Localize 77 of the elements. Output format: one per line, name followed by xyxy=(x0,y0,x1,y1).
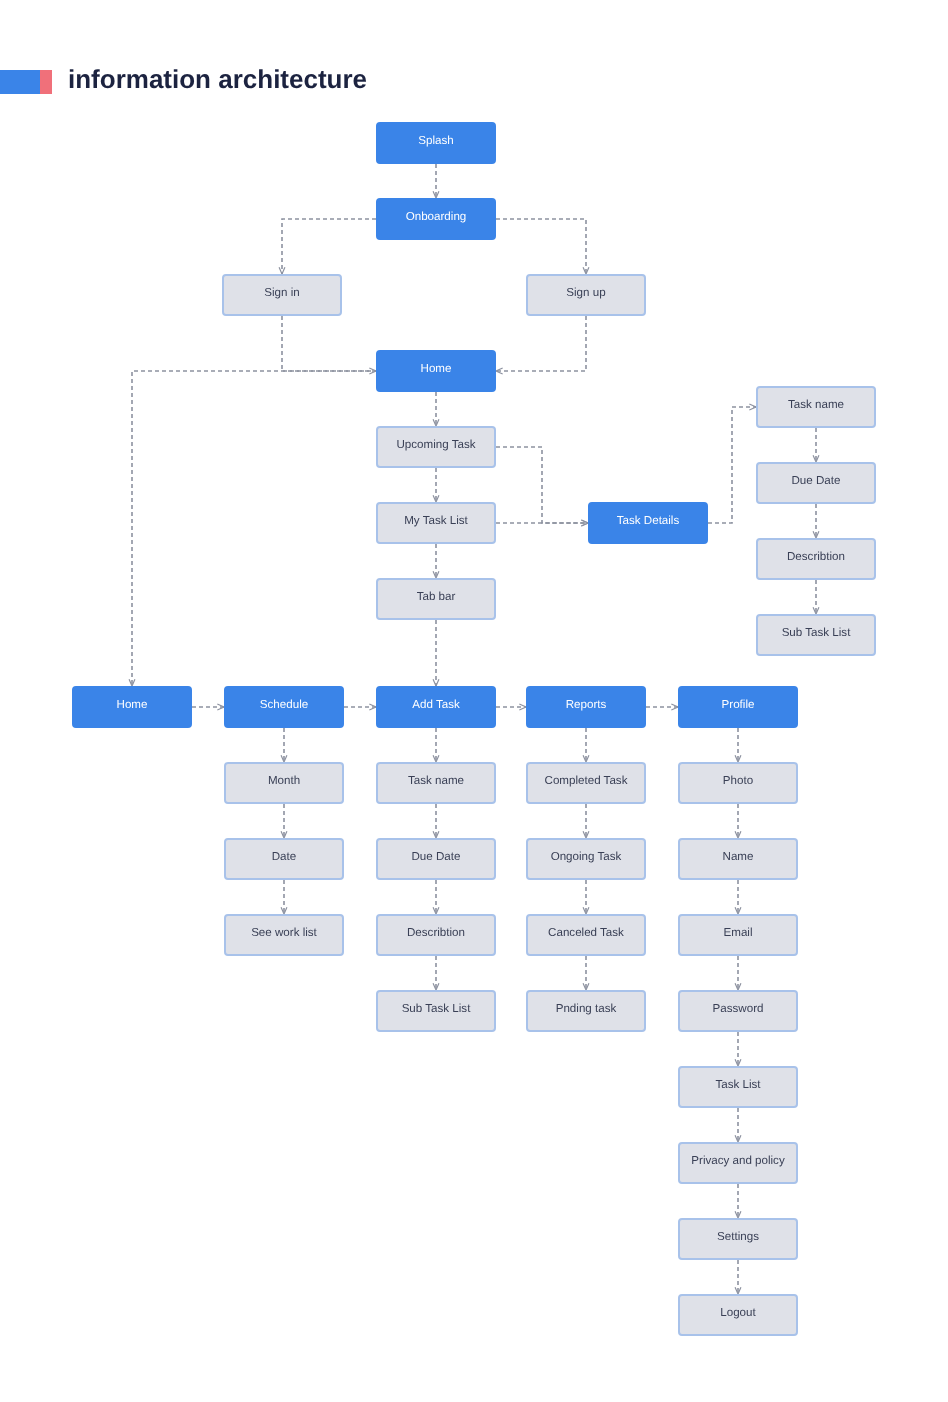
content-box xyxy=(526,838,646,880)
dashed-arrow xyxy=(280,803,288,839)
dashed-arrow xyxy=(432,163,440,199)
dashed-arrow xyxy=(432,543,440,579)
content-box xyxy=(376,502,496,544)
dashed-arrow xyxy=(432,879,440,915)
dashed-arrow xyxy=(495,446,589,527)
dashed-arrow xyxy=(191,703,225,711)
dashed-arrow xyxy=(645,703,679,711)
dashed-arrow xyxy=(734,727,742,763)
content-box xyxy=(756,538,876,580)
screen-box xyxy=(376,350,496,392)
dashed-arrow xyxy=(812,503,820,539)
screen-box xyxy=(224,686,344,728)
content-box xyxy=(678,838,798,880)
content-box xyxy=(678,914,798,956)
content-box xyxy=(678,1294,798,1336)
content-box xyxy=(376,762,496,804)
dashed-arrow xyxy=(432,727,440,763)
content-box xyxy=(756,614,876,656)
dashed-arrow xyxy=(432,391,440,427)
dashed-arrow xyxy=(432,619,440,687)
dashed-arrow xyxy=(812,427,820,463)
dashed-arrow xyxy=(734,1183,742,1219)
screen-box xyxy=(376,198,496,240)
screen-box xyxy=(376,686,496,728)
dashed-arrow xyxy=(278,218,377,275)
dashed-arrow xyxy=(734,803,742,839)
content-box xyxy=(678,762,798,804)
dashed-arrow xyxy=(812,579,820,615)
content-box xyxy=(376,578,496,620)
dashed-arrow xyxy=(281,315,377,375)
content-box xyxy=(678,990,798,1032)
content-box xyxy=(376,914,496,956)
dashed-arrow xyxy=(280,727,288,763)
content-box xyxy=(526,762,646,804)
dashed-arrow xyxy=(128,370,377,687)
screen-box xyxy=(526,686,646,728)
content-box xyxy=(222,274,342,316)
dashed-arrow xyxy=(432,955,440,991)
dashed-arrow xyxy=(734,955,742,991)
dashed-arrow xyxy=(734,879,742,915)
dashed-arrow xyxy=(734,1031,742,1067)
dashed-arrow xyxy=(582,955,590,991)
screen-box xyxy=(678,686,798,728)
content-box xyxy=(376,426,496,468)
dashed-arrow xyxy=(582,727,590,763)
dashed-arrow xyxy=(734,1107,742,1143)
screen-box xyxy=(588,502,708,544)
dashed-arrow xyxy=(495,315,587,375)
dashed-arrow xyxy=(495,519,589,527)
content-box xyxy=(678,1142,798,1184)
content-box xyxy=(526,274,646,316)
screen-box xyxy=(72,686,192,728)
content-box xyxy=(376,838,496,880)
content-box xyxy=(678,1218,798,1260)
dashed-arrow xyxy=(582,803,590,839)
dashed-arrow xyxy=(495,703,527,711)
diagram-title: information architecture xyxy=(68,64,368,94)
content-box xyxy=(224,914,344,956)
content-box xyxy=(224,762,344,804)
content-box xyxy=(756,386,876,428)
dashed-arrow xyxy=(280,879,288,915)
content-box xyxy=(224,838,344,880)
content-box xyxy=(526,914,646,956)
screen-box xyxy=(376,122,496,164)
dashed-arrow xyxy=(582,879,590,915)
content-box xyxy=(678,1066,798,1108)
content-box xyxy=(526,990,646,1032)
dashed-arrow xyxy=(734,1259,742,1295)
content-box xyxy=(376,990,496,1032)
dashed-arrow xyxy=(432,803,440,839)
dashed-arrow xyxy=(495,218,590,275)
dashed-arrow xyxy=(343,703,377,711)
dashed-arrow xyxy=(707,403,757,524)
dashed-arrow xyxy=(432,467,440,503)
content-box xyxy=(756,462,876,504)
